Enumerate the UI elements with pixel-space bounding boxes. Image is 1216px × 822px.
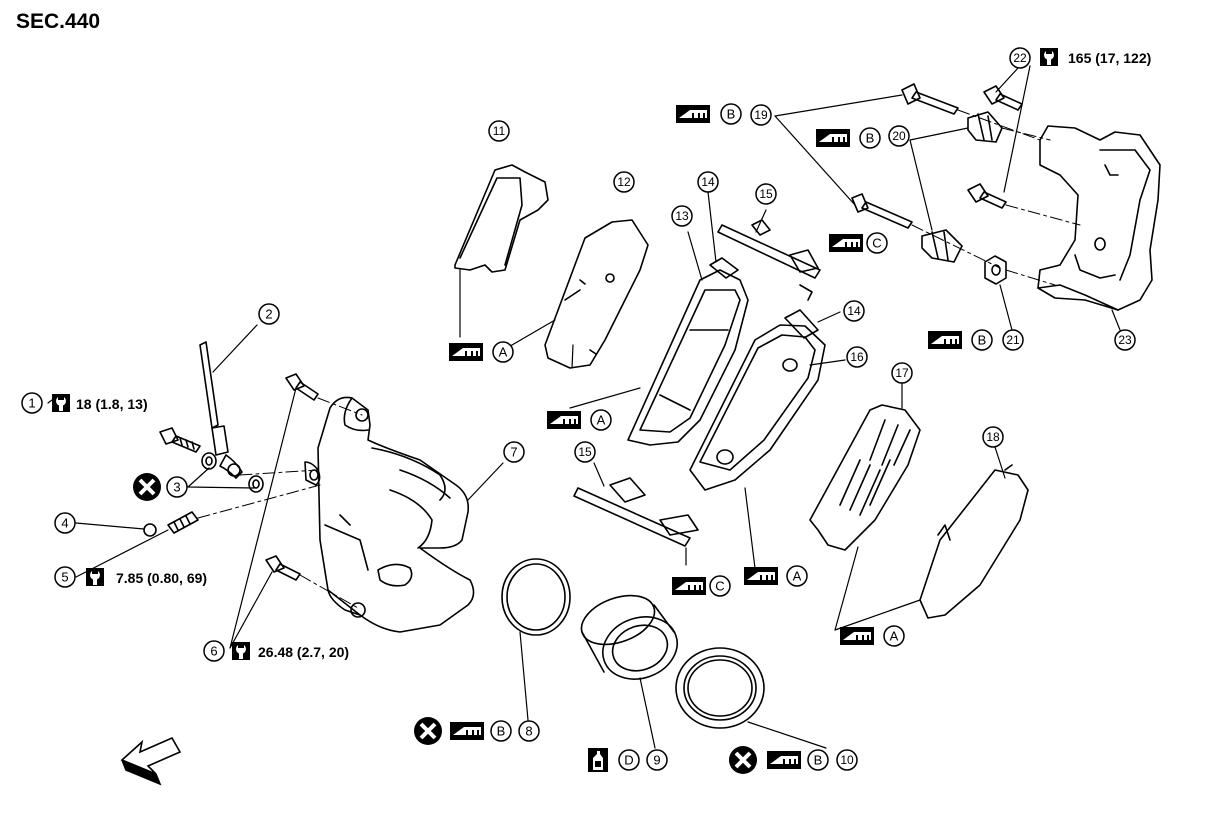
grease-icon — [676, 105, 710, 123]
grease-icon — [547, 411, 581, 429]
callout-11: 11 — [493, 124, 506, 138]
callout-12: 12 — [617, 175, 631, 189]
pad-wear-sensor — [709, 257, 819, 339]
callout-10: 10 — [840, 753, 854, 767]
lube-ref-c: C — [872, 236, 881, 251]
grease-icon — [449, 343, 483, 361]
grease-icon — [744, 567, 778, 585]
section-title: SEC.440 — [16, 10, 101, 33]
callout-13: 13 — [675, 209, 689, 223]
replace-x-icon — [412, 715, 444, 747]
callout-15a: 15 — [759, 187, 773, 201]
lube-ref-b: B — [727, 107, 736, 122]
lube-ref-a: A — [793, 569, 802, 584]
piston-seal — [501, 558, 571, 636]
sliding-pin-upper — [901, 83, 959, 115]
grease-icon — [928, 331, 962, 349]
torque-value-6: 26.48 (2.7, 20) — [258, 644, 349, 660]
inner-shim — [544, 219, 649, 369]
caliper-bolt-lower — [265, 555, 301, 581]
front-arrow-icon — [120, 736, 182, 786]
caliper-bolt-upper — [285, 373, 319, 401]
callout-5: 5 — [61, 570, 68, 585]
grease-icon — [767, 751, 801, 769]
lube-ref-b: B — [866, 131, 875, 146]
callout-8: 8 — [525, 724, 532, 739]
caliper-body — [304, 396, 475, 633]
lube-ref-a: A — [890, 629, 899, 644]
callout-9: 9 — [653, 753, 660, 768]
torque-member — [1037, 125, 1161, 311]
callout-23: 23 — [1118, 333, 1132, 347]
outer-shim — [454, 164, 549, 273]
piston — [580, 594, 678, 680]
outer-pad — [689, 324, 826, 491]
torque-value-1: 18 (1.8, 13) — [76, 396, 148, 412]
lube-ref-b: B — [814, 753, 823, 768]
callout-16: 16 — [850, 350, 864, 364]
callout-7: 7 — [510, 445, 517, 460]
torque-member-bolt-lower — [967, 183, 1007, 209]
copper-washer — [201, 452, 217, 470]
piston-boot — [675, 647, 765, 729]
callout-6: 6 — [210, 644, 217, 659]
callout-4: 4 — [61, 516, 68, 531]
torque-value-22: 165 (17, 122) — [1068, 50, 1151, 66]
grease-icon — [829, 234, 863, 252]
callout-14a: 14 — [701, 175, 715, 189]
torque-wrench-icon — [232, 642, 250, 660]
anti-squeal-shim-inner — [809, 404, 921, 551]
replace-x-icon — [727, 744, 759, 776]
lube-ref-b: B — [497, 724, 506, 739]
pad-retainer-lower — [573, 477, 699, 547]
lube-ref-d: D — [624, 753, 633, 768]
grease-icon — [840, 627, 874, 645]
lube-ref-a: A — [499, 345, 508, 360]
brake-fluid-icon — [588, 748, 608, 772]
torque-wrench-icon — [86, 568, 104, 586]
anti-squeal-shim-outer — [919, 464, 1029, 619]
torque-wrench-icon — [52, 394, 70, 412]
inner-pad — [627, 269, 749, 446]
torque-member-bolt-upper — [983, 85, 1023, 111]
sliding-pin-lower — [851, 193, 913, 229]
callout-1: 1 — [28, 396, 35, 411]
pin-boot-upper — [967, 111, 1003, 143]
callout-3: 3 — [173, 480, 180, 495]
grease-icon — [672, 577, 706, 595]
grease-icon — [450, 722, 484, 740]
replace-x-icon — [131, 471, 163, 503]
pin-sleeve — [984, 255, 1007, 285]
callout-14b: 14 — [847, 304, 861, 318]
pin-boot-lower — [921, 229, 963, 263]
callout-15b: 15 — [578, 445, 592, 459]
callout-17: 17 — [895, 366, 909, 380]
torque-value-5: 7.85 (0.80, 69) — [116, 570, 207, 586]
callout-21: 21 — [1006, 333, 1020, 347]
callout-19: 19 — [754, 108, 768, 122]
union-bolt — [159, 427, 201, 453]
torque-wrench-icon — [1040, 48, 1058, 66]
callout-22: 22 — [1013, 51, 1027, 65]
lube-ref-c: C — [715, 579, 724, 594]
grease-icon — [816, 129, 850, 147]
lube-ref-b: B — [978, 333, 987, 348]
callout-18: 18 — [986, 430, 1000, 444]
lube-ref-a: A — [597, 413, 606, 428]
callout-20: 20 — [892, 129, 906, 143]
pad-retainer-upper — [717, 219, 821, 301]
brake-hose — [199, 341, 243, 479]
callout-2: 2 — [265, 307, 272, 322]
bleeder-valve — [143, 511, 199, 537]
